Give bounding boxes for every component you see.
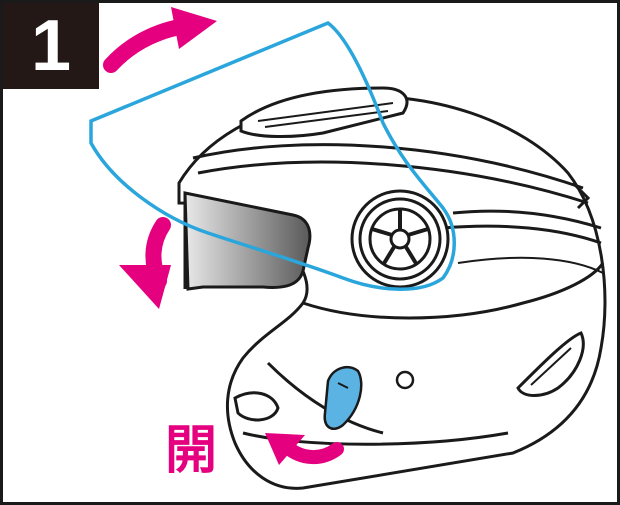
helmet-shell (177, 94, 607, 490)
screw-hole (395, 370, 415, 390)
rear-vent (516, 331, 585, 397)
open-label: 開 (165, 421, 218, 481)
lever-push-arrowhead (265, 433, 305, 465)
shield-pivot-mechanism (350, 189, 450, 289)
shield-release-lever (323, 365, 363, 430)
helmet-illustration (89, 7, 607, 490)
inner-sun-visor (183, 191, 312, 291)
face-shield-outline (89, 21, 456, 291)
sun-visor-down-arrowhead (119, 265, 171, 309)
step-number-badge: 1 (3, 3, 99, 89)
shield-open-arrowhead (171, 7, 217, 49)
